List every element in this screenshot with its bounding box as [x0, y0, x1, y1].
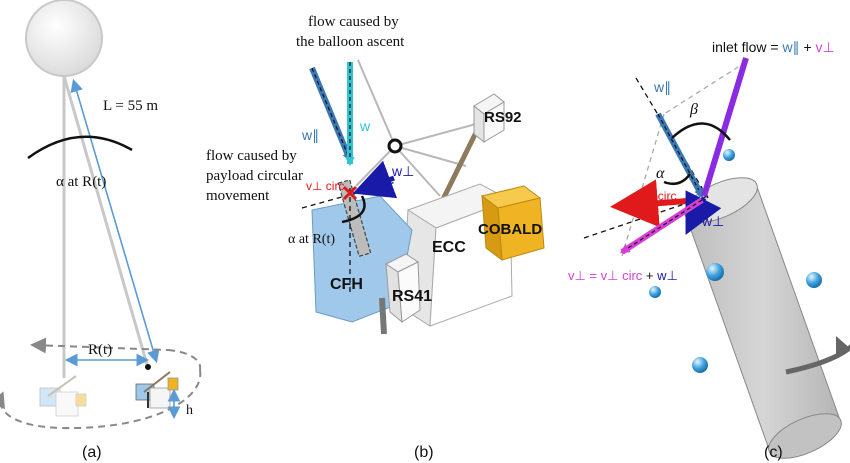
droplet-2 — [706, 263, 724, 281]
cfh-label: CFH — [330, 276, 363, 293]
cobald-label: COBALD — [478, 221, 542, 238]
alpha-label-b: α at R(t) — [288, 232, 335, 247]
w-parallel-arrow-c-dash — [657, 113, 704, 199]
tether-length-arrow — [70, 78, 160, 364]
w-parallel-arrow-dash — [311, 67, 352, 163]
rs92-sonde — [473, 93, 505, 144]
payload-tether-4 — [394, 123, 477, 147]
tether-ring — [387, 138, 403, 154]
balloon — [25, 0, 103, 77]
rs92-label: RS92 — [484, 109, 522, 126]
circular-flow-label-1: flow caused by — [206, 148, 297, 164]
circular-flow-label-2: payload circular — [206, 168, 303, 184]
gray-dashed-line-1 — [663, 61, 747, 115]
panel-b-label: (b) — [414, 444, 434, 461]
v-perp-circ-label: v⊥ circ — [306, 179, 344, 193]
alpha-arc-c — [663, 173, 692, 185]
beta-label: β — [689, 101, 698, 118]
rs41-sonde — [385, 253, 421, 324]
height-label: h — [186, 403, 193, 418]
tether-length-label: L = 55 m — [103, 98, 158, 114]
w-parallel-label-c: w∥ — [653, 79, 671, 95]
alpha-arc — [27, 135, 133, 160]
payload-tether-5 — [394, 145, 467, 167]
w-perp-label-c: w⊥ — [701, 213, 724, 229]
panel-a: L = 55 m α at R(t) R(t) h (a) — [0, 0, 202, 461]
w-perp-arrow — [352, 160, 398, 199]
rotation-arrowhead — [836, 336, 850, 356]
v-perp-circ-label-c: v⊥ circ — [638, 189, 676, 203]
ecc-label: ECC — [432, 239, 466, 256]
panel-b: flow caused by the balloon ascent RS92 E… — [206, 14, 545, 461]
panel-c: inlet flow = w∥ + v⊥ w∥ β — [568, 39, 850, 461]
w-parallel-label: w∥ — [301, 127, 319, 143]
gray-dashed-line-2 — [621, 113, 665, 257]
alpha-arc-b — [341, 195, 366, 224]
orbit-radius-dashed — [30, 337, 169, 354]
payload-tether-3 — [394, 145, 441, 197]
beta-arc — [671, 122, 731, 141]
payload-faded — [39, 375, 87, 417]
droplet-5 — [692, 357, 708, 373]
tether-tilted — [62, 75, 150, 369]
payload-current — [135, 364, 179, 409]
payload-tether-1 — [357, 59, 396, 147]
v-perp-circ-marker — [342, 185, 358, 201]
droplet-4 — [649, 286, 661, 298]
w-label: w — [359, 118, 371, 134]
orbit-top-dashed — [167, 349, 202, 371]
rs41-label: RS41 — [392, 288, 432, 305]
cfh-rod — [379, 297, 387, 335]
droplet-3 — [806, 272, 822, 288]
inlet-flow-arrow — [701, 57, 749, 197]
v-perp-sum-label: v⊥ = v⊥ circ + w⊥ — [568, 268, 678, 283]
circular-flow-label-3: movement — [206, 188, 270, 204]
cobald-box — [480, 185, 545, 262]
alpha-label-c: α — [656, 165, 665, 182]
ascent-flow-label-1: flow caused by — [308, 14, 399, 30]
alpha-label: α at R(t) — [56, 174, 106, 190]
droplet-1 — [723, 149, 735, 161]
panel-c-label: (c) — [764, 444, 783, 461]
ascent-flow-label-2: the balloon ascent — [296, 34, 405, 50]
inlet-flow-label: inlet flow = w∥ + v⊥ — [712, 39, 835, 55]
w-perp-label: w⊥ — [391, 163, 414, 179]
panel-a-label: (a) — [82, 444, 102, 461]
radius-label: R(t) — [88, 342, 112, 358]
v-perp-arrow-dash — [619, 199, 703, 254]
orbit-ellipse — [0, 369, 202, 430]
